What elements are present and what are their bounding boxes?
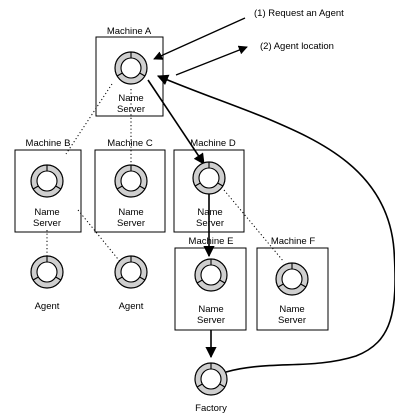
machine-c-title: Machine C [107, 138, 153, 149]
machine-e-label-line1: Name [198, 304, 223, 315]
arrow-agent-location [175, 45, 248, 76]
link-d-f [223, 189, 285, 263]
machine-a-label-line1: Name [118, 93, 143, 104]
machine-e-server-icon [194, 258, 228, 292]
machine-b-label-line2: Server [33, 218, 61, 229]
agent-right-label: Agent [119, 301, 144, 312]
machine-d-label-line1: Name [197, 207, 222, 218]
machine-b-label-line1: Name [34, 207, 59, 218]
factory-icon [194, 362, 228, 396]
factory-label: Factory [195, 403, 227, 414]
machine-a-title: Machine A [107, 26, 152, 37]
legend-location: (2) Agent location [260, 41, 334, 52]
machine-c-label-line1: Name [118, 207, 143, 218]
agent-left-label: Agent [35, 301, 60, 312]
machine-b-server-icon [30, 164, 64, 198]
machine-f-title: Machine F [271, 236, 316, 247]
machine-f-label-line2: Server [278, 315, 306, 326]
legend-request: (1) Request an Agent [254, 8, 344, 19]
arrow-a-to-d [147, 79, 205, 165]
machine-e-title: Machine E [189, 236, 234, 247]
machine-b-title: Machine B [26, 138, 71, 149]
machine-a-server-icon [114, 51, 148, 85]
agent-right-icon [114, 255, 148, 289]
agent-left-icon [30, 255, 64, 289]
machine-f-server-icon [275, 262, 309, 296]
node-layer [30, 51, 309, 396]
machine-c-server-icon [114, 164, 148, 198]
link-b-agent-2 [77, 209, 123, 265]
machine-c-label-line2: Server [117, 218, 145, 229]
machine-e-label-line2: Server [197, 315, 225, 326]
machine-d-title: Machine D [190, 138, 236, 149]
machine-d-server-icon [192, 161, 226, 195]
machine-a-label-line2: Server [117, 104, 145, 115]
machine-f-label-line1: Name [279, 304, 304, 315]
machine-d-label-line2: Server [196, 218, 224, 229]
arrow-request-agent [153, 17, 246, 60]
curve-factory-to-a [156, 74, 395, 373]
